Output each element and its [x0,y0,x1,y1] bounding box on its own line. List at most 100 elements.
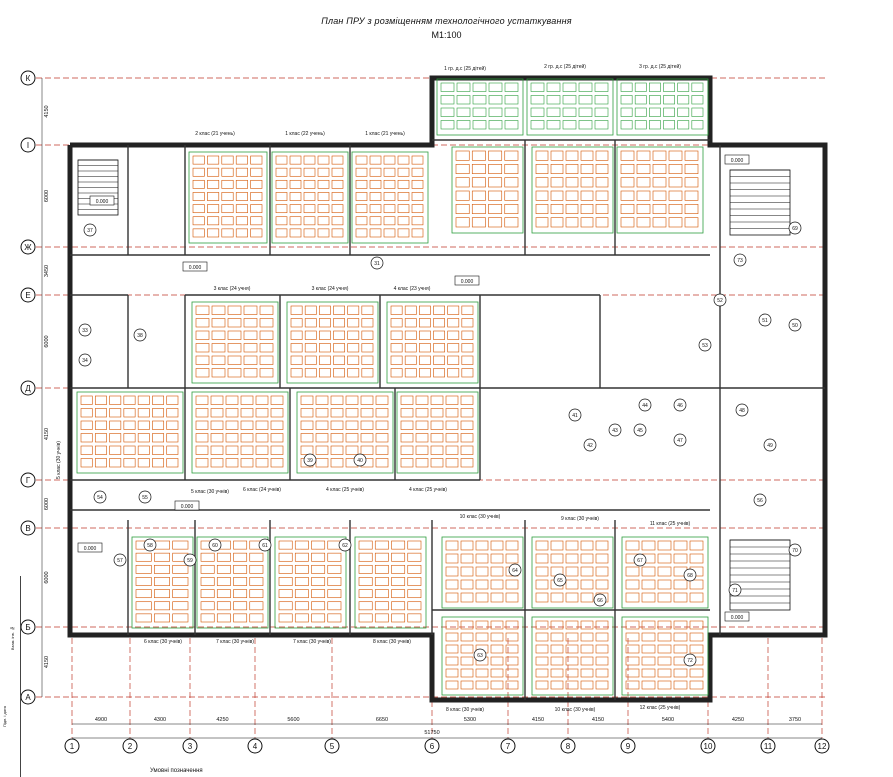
room-label-bot-7: 8 клас (30 учнів) [373,639,411,645]
room-number-51: 51 [758,313,772,327]
svg-text:61: 61 [262,543,268,549]
svg-text:33: 33 [82,328,88,334]
room-number-31: 31 [370,256,384,270]
svg-text:63: 63 [477,653,483,659]
column-axis-11: 11 [760,738,776,754]
room-number-61: 61 [258,538,272,552]
bottom-dim-5: 6650 [376,717,388,723]
vertical-dim-8: 4150 [44,656,50,668]
svg-text:43: 43 [612,428,618,434]
svg-text:47: 47 [677,438,683,444]
svg-text:Б: Б [25,623,30,632]
svg-text:31: 31 [374,261,380,267]
room-number-59: 59 [183,553,197,567]
svg-text:0.000: 0.000 [96,199,109,205]
plan-scale: М1:100 [431,30,462,40]
svg-text:56: 56 [757,498,763,504]
svg-text:9: 9 [626,742,631,751]
room-label-bot-4: 6 клас (30 учнів) [144,639,182,645]
room-number-49: 49 [763,438,777,452]
room-number-67: 67 [633,553,647,567]
room-number-47: 47 [673,433,687,447]
room-number-39: 39 [303,453,317,467]
room-number-33: 33 [78,323,92,337]
room-label-low-2: 6 клас (24 учнів) [243,487,281,493]
svg-text:65: 65 [557,578,563,584]
room-label-top-5: 1 клас (22 учень) [285,131,325,137]
svg-text:40: 40 [357,458,363,464]
column-axis-1: 1 [64,738,80,754]
classroom-furniture [76,78,709,696]
room-label-bot-1: 10 клас (30 учнів) [460,514,501,520]
bottom-dim-2: 4300 [154,717,166,723]
room-label-low-1: 5 клас (30 учнів) [191,489,229,495]
row-axis-7: В [20,520,36,536]
svg-text:48: 48 [739,408,745,414]
column-axis-4: 4 [247,738,263,754]
vertical-dim-6: 6000 [44,498,50,510]
room-number-72: 72 [683,653,697,667]
room-label-bot-2: 9 клас (30 учнів) [561,516,599,522]
svg-text:0.000: 0.000 [461,279,474,285]
svg-text:71: 71 [732,588,738,594]
vertical-dim-3: 3450 [44,265,50,277]
room-label-bot-6: 7 клас (30 учнів) [293,639,331,645]
bottom-dim-4: 5600 [287,717,299,723]
bottom-dim-7: 4150 [532,717,544,723]
svg-text:І: І [27,141,29,150]
room-number-60: 60 [208,538,222,552]
svg-text:70: 70 [792,548,798,554]
svg-text:44: 44 [642,403,648,409]
svg-text:54: 54 [97,495,103,501]
column-axis-2: 2 [122,738,138,754]
room-number-56: 56 [753,493,767,507]
bottom-dim-6: 5300 [464,717,476,723]
room-number-48: 48 [735,403,749,417]
vertical-dim-7: 6000 [44,571,50,583]
outer-walls [67,75,828,703]
bottom-dim-10: 4250 [732,717,744,723]
room-label-bot-8: 8 клас (30 учнів) [446,707,484,713]
room-number-43: 43 [608,423,622,437]
svg-text:Ж: Ж [24,243,32,252]
svg-text:72: 72 [687,658,693,664]
bottom-dim-9: 5400 [662,717,674,723]
svg-text:51: 51 [762,318,768,324]
bottom-dim-3: 4250 [216,717,228,723]
left-side-label: 5 клас (30 учнів) [56,441,62,479]
svg-text:55: 55 [142,495,148,501]
column-axis-6: 6 [424,738,440,754]
row-axis-9: А [20,689,36,705]
svg-text:8: 8 [566,742,571,751]
room-number-58: 58 [143,538,157,552]
svg-text:Е: Е [25,291,30,300]
bottom-dim-8: 4150 [592,717,604,723]
room-label-top-3: 3 гр. д.с (25 дітей) [639,63,681,70]
row-axis-8: Б [20,619,36,635]
room-number-55: 55 [138,490,152,504]
svg-text:4: 4 [253,742,258,751]
svg-text:45: 45 [637,428,643,434]
svg-text:52: 52 [717,298,723,304]
room-number-66: 66 [593,593,607,607]
svg-text:53: 53 [702,343,708,349]
svg-text:К: К [26,74,31,83]
row-axis-3: Ж [20,239,36,255]
level-marks: 0.000 0.000 0.000 0.000 0.000 0.000 0.00… [77,154,750,622]
svg-text:64: 64 [512,568,518,574]
room-label-bot-3: 11 клас (25 учнів) [650,521,691,527]
room-number-52: 52 [713,293,727,307]
svg-text:Г: Г [26,476,31,485]
column-axis-3: 3 [182,738,198,754]
room-number-41: 41 [568,408,582,422]
room-number-63: 63 [473,648,487,662]
row-axis-4: Е [20,287,36,303]
svg-text:10: 10 [704,742,713,751]
room-number-50: 50 [788,318,802,332]
stamp-label-1: Підп. і дата [2,706,7,727]
room-number-71: 71 [728,583,742,597]
svg-text:59: 59 [187,558,193,564]
